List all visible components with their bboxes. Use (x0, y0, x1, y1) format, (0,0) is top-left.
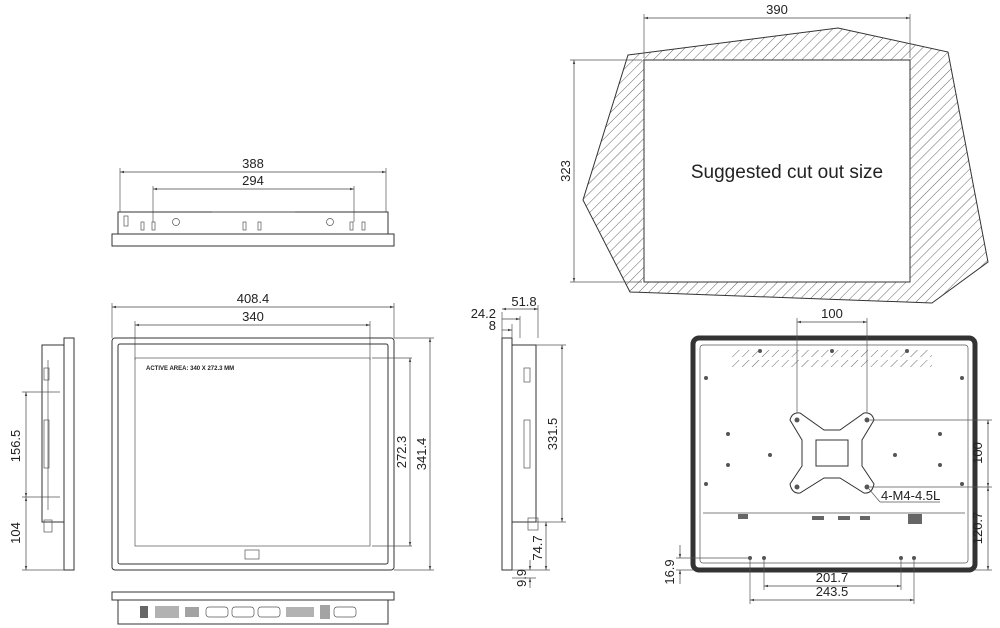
rear-right-lower: 120.7 (970, 512, 985, 545)
front-overall-width: 408.4 (237, 291, 270, 306)
front-active-width: 340 (242, 309, 264, 324)
vesa-mount-plate (789, 412, 875, 494)
left-upper-dim: 156.5 (8, 430, 23, 463)
cutout-width: 390 (766, 2, 788, 17)
left-side-view: 156.5 104 (8, 337, 75, 571)
front-active-height: 272.3 (394, 436, 409, 469)
front-logo-badge (244, 549, 260, 560)
top-view: 388 294 (111, 156, 395, 247)
cutout-hatch-area (582, 27, 989, 304)
right-depth-small: 8 (489, 318, 496, 333)
top-inner-width: 294 (242, 173, 264, 188)
active-area-label: ACTIVE AREA: 340 X 272.3 MM (146, 366, 234, 372)
right-lower-dim: 74.7 (530, 535, 545, 560)
left-lower-dim: 104 (8, 522, 23, 544)
rear-screw-label: 4-M4-4.5L (881, 488, 940, 503)
right-depth-total: 51.8 (511, 294, 536, 309)
rear-vesa-width: 100 (821, 306, 843, 321)
front-view: 408.4 340 ACTIVE AREA: 340 X 272.3 MM 27… (111, 291, 434, 571)
rear-hole-span-outer: 243.5 (816, 584, 849, 599)
cutout-label: Suggested cut out size (691, 162, 883, 183)
cutout-view: 390 323 Suggested cut out size (558, 2, 989, 304)
rear-view: 100 100 120.7 4-M4-4.5L 16.9 201.7 243.5 (662, 306, 992, 604)
right-bottom-dim: 9.9 (514, 569, 529, 587)
cutout-height: 323 (558, 160, 573, 182)
vent-row (732, 350, 932, 367)
rear-vesa-height: 100 (970, 442, 985, 464)
right-side-view: 51.8 24.2 8 331.5 74.7 9.9 (471, 294, 566, 588)
rear-hole-span-inner: 201.7 (816, 570, 849, 585)
rear-bottom-left: 16.9 (662, 559, 677, 584)
bottom-view (111, 591, 395, 625)
top-overall-width: 388 (242, 156, 264, 171)
right-height: 331.5 (545, 418, 560, 451)
front-overall-height: 341.4 (414, 438, 429, 471)
right-depth-mid: 24.2 (471, 306, 496, 321)
